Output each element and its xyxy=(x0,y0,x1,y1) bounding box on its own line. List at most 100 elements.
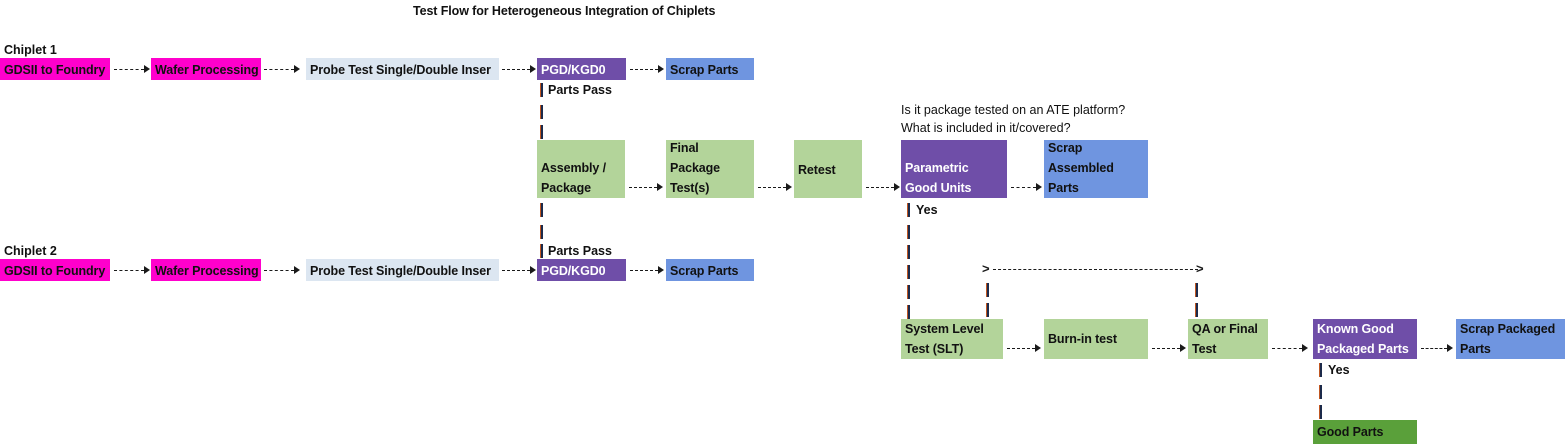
connector-segment xyxy=(987,303,989,317)
connector-segment xyxy=(541,225,543,239)
arrowhead-icon xyxy=(658,64,664,73)
node-known-good-packaged-parts[interactable]: Known Good Packaged Parts xyxy=(1313,319,1417,359)
connector-segment-accent xyxy=(1319,363,1320,377)
lane-label-chiplet-2: Chiplet 2 xyxy=(4,244,57,258)
node-pgd-kgd0-2[interactable]: PGD/KGD0 xyxy=(537,259,626,281)
node-probe-test-1[interactable]: Probe Test Single/Double Inser xyxy=(306,58,499,80)
node-parametric-good-units[interactable]: Parametric Good Units xyxy=(901,140,1007,198)
node-system-level-test[interactable]: System Level Test (SLT) xyxy=(901,319,1003,359)
connector-segment-accent xyxy=(540,105,541,119)
edge-label-yes-kgpp: Yes xyxy=(1328,363,1350,377)
node-pgd-kgd0-1[interactable]: PGD/KGD0 xyxy=(537,58,626,80)
connector-segment xyxy=(908,245,910,259)
connector-segment xyxy=(541,244,543,258)
edge-probe1-to-pgd1 xyxy=(502,69,530,70)
connector-segment-accent xyxy=(1319,405,1320,419)
edge-label-yes-parametric: Yes xyxy=(916,203,938,217)
node-scrap-packaged-parts[interactable]: Scrap Packaged Parts xyxy=(1456,319,1565,359)
arrowhead-icon xyxy=(894,182,900,191)
node-good-parts[interactable]: Good Parts xyxy=(1313,420,1417,444)
edge-feedback-loop xyxy=(993,269,1198,270)
connector-segment xyxy=(1320,385,1322,399)
node-probe-test-2[interactable]: Probe Test Single/Double Inser xyxy=(306,259,499,281)
arrowhead-icon xyxy=(657,182,663,191)
edge-wafer1-to-probe1 xyxy=(264,69,294,70)
connector-segment-accent xyxy=(907,305,908,319)
arrowhead-icon xyxy=(294,265,300,274)
note-included-covered: What is included in it/covered? xyxy=(901,121,1071,135)
connector-segment xyxy=(987,283,989,297)
connector-segment xyxy=(908,225,910,239)
edge-pgd2-to-scrap2 xyxy=(630,270,658,271)
connector-segment-accent xyxy=(1195,303,1196,317)
arrowhead-icon xyxy=(1035,343,1041,352)
arrowhead-left-icon: > xyxy=(982,261,990,276)
node-scrap-parts-1[interactable]: Scrap Parts xyxy=(666,58,754,80)
node-gdsii-to-foundry-1[interactable]: GDSII to Foundry xyxy=(0,58,110,80)
edge-retest-to-parametric xyxy=(866,187,894,188)
edge-pgd1-to-scrap1 xyxy=(630,69,658,70)
edge-label-parts-pass-2: Parts Pass xyxy=(548,244,612,258)
node-assembly-package[interactable]: Assembly / Package xyxy=(537,140,625,198)
node-burn-in-test[interactable]: Burn-in test xyxy=(1044,319,1148,359)
node-scrap-parts-2[interactable]: Scrap Parts xyxy=(666,259,754,281)
connector-segment-accent xyxy=(1195,283,1196,297)
connector-segment-accent xyxy=(907,225,908,239)
connector-segment-accent xyxy=(540,244,541,258)
arrowhead-icon xyxy=(658,265,664,274)
edge-gdsii2-to-wafer2 xyxy=(114,270,144,271)
edge-assembly-to-final-package xyxy=(629,187,657,188)
connector-segment xyxy=(1196,283,1198,297)
node-qa-or-final-test[interactable]: QA or Final Test xyxy=(1188,319,1268,359)
connector-segment xyxy=(908,265,910,279)
arrowhead-icon xyxy=(1302,343,1308,352)
arrowhead-right-icon: > xyxy=(1196,261,1204,276)
connector-segment xyxy=(1196,303,1198,317)
note-ate-platform: Is it package tested on an ATE platform? xyxy=(901,103,1126,117)
connector-segment-accent xyxy=(540,83,541,97)
edge-parametric-to-scrap-assembled xyxy=(1011,187,1036,188)
connector-segment-accent xyxy=(907,265,908,279)
edge-gdsii1-to-wafer1 xyxy=(114,69,144,70)
node-wafer-processing-2[interactable]: Wafer Processing xyxy=(151,259,261,281)
connector-segment-accent xyxy=(907,285,908,299)
connector-segment-accent xyxy=(907,245,908,259)
node-gdsii-to-foundry-2[interactable]: GDSII to Foundry xyxy=(0,259,110,281)
arrowhead-icon xyxy=(1036,182,1042,191)
arrowhead-icon xyxy=(1447,343,1453,352)
connector-segment-accent xyxy=(986,283,987,297)
edge-burnin-to-qa xyxy=(1152,348,1180,349)
connector-segment xyxy=(908,305,910,319)
arrowhead-icon xyxy=(530,265,536,274)
connector-segment-accent xyxy=(907,203,908,217)
connector-segment-accent xyxy=(540,225,541,239)
edge-probe2-to-pgd2 xyxy=(502,270,530,271)
lane-label-chiplet-1: Chiplet 1 xyxy=(4,43,57,57)
edge-kgpp-to-scrap-packaged xyxy=(1421,348,1447,349)
connector-segment xyxy=(1320,405,1322,419)
arrowhead-icon xyxy=(294,64,300,73)
node-wafer-processing-1[interactable]: Wafer Processing xyxy=(151,58,261,80)
connector-segment-accent xyxy=(540,203,541,217)
connector-segment-accent xyxy=(540,125,541,139)
arrowhead-icon xyxy=(530,64,536,73)
node-scrap-assembled-parts[interactable]: Scrap Assembled Parts xyxy=(1044,140,1148,198)
edge-wafer2-to-probe2 xyxy=(264,270,294,271)
connector-segment xyxy=(541,203,543,217)
connector-segment xyxy=(908,285,910,299)
arrowhead-icon xyxy=(144,64,150,73)
node-final-package-test[interactable]: Final Package Test(s) xyxy=(666,140,754,198)
page-title: Test Flow for Heterogeneous Integration … xyxy=(413,4,716,18)
edge-label-parts-pass-1: Parts Pass xyxy=(548,83,612,97)
edge-final-package-to-retest xyxy=(758,187,786,188)
node-retest[interactable]: Retest xyxy=(794,140,862,198)
edge-qa-to-kgpp xyxy=(1272,348,1302,349)
connector-segment xyxy=(541,105,543,119)
connector-segment xyxy=(541,83,543,97)
connector-segment-accent xyxy=(986,303,987,317)
connector-segment xyxy=(908,203,910,217)
edge-slt-to-burnin xyxy=(1007,348,1035,349)
connector-segment xyxy=(1320,363,1322,377)
connector-segment xyxy=(541,125,543,139)
